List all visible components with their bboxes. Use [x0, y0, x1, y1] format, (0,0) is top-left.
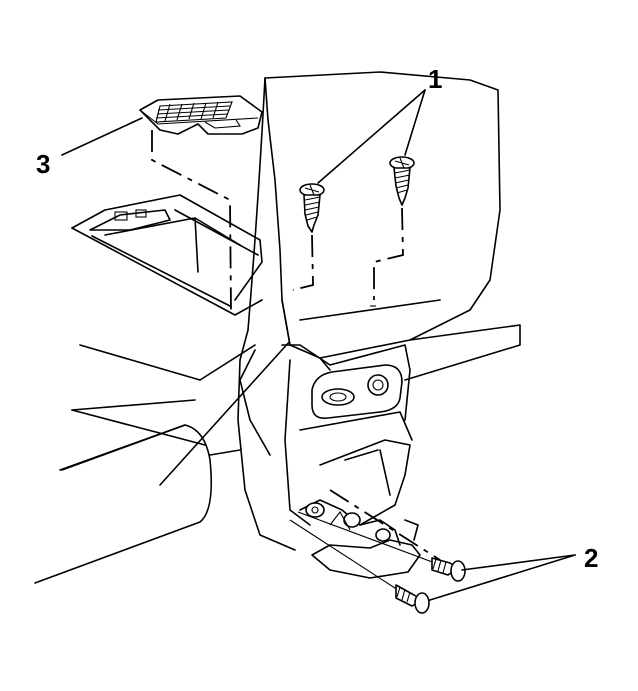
lower-screw-alignment-lines [329, 489, 441, 561]
lower-console-screw [289, 519, 430, 614]
callout-1: 1 [428, 64, 442, 94]
console-front-panel [237, 329, 413, 551]
lower-console-screw [297, 511, 466, 582]
callout-2: 2 [584, 543, 598, 573]
armrest-screw-alignment-lines [292, 207, 404, 300]
lower-opening [319, 439, 411, 526]
switch-panel [311, 364, 403, 420]
armrest-pad [247, 71, 521, 381]
armrest-screw [389, 156, 415, 206]
console-body [34, 329, 301, 584]
lower-bracket [299, 499, 421, 579]
storage-mat-texture [155, 101, 233, 123]
leader-lines [61, 89, 576, 601]
storage-mat-alignment-lines [151, 130, 232, 311]
storage-tray [71, 194, 263, 316]
callout-3: 3 [36, 149, 50, 179]
storage-mat [139, 95, 263, 135]
armrest-screw [299, 183, 325, 233]
